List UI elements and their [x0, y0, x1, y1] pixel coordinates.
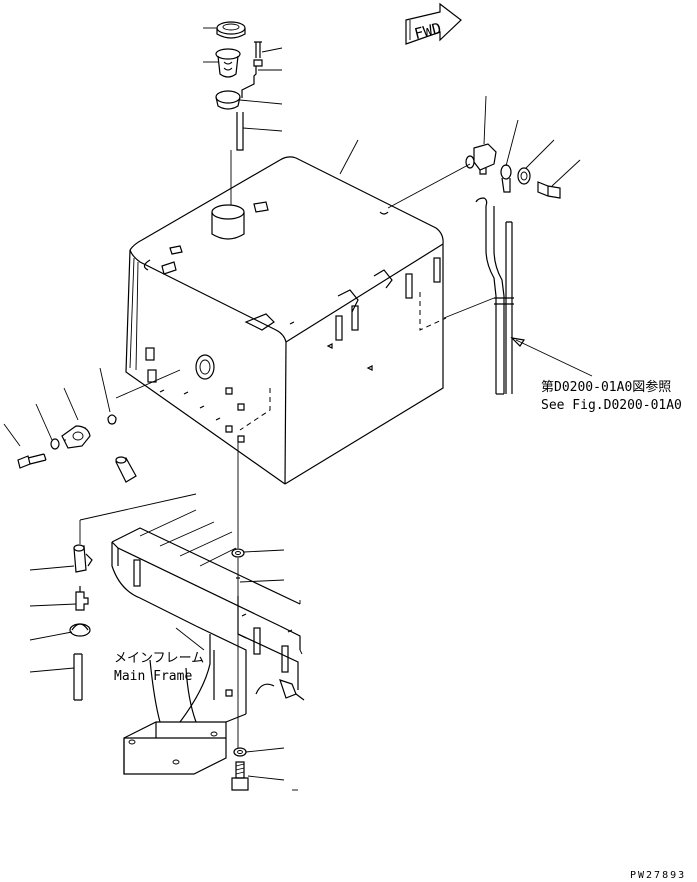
reference-note-en: See Fig.D0200-01A0: [541, 398, 682, 413]
center-bolt-stack: [231, 440, 298, 791]
main-frame-label-en: Main Frame: [114, 669, 192, 684]
main-frame-label-jp: メインフレーム: [114, 651, 204, 666]
fuel-tank: [125, 139, 447, 485]
main-frame: [111, 509, 305, 775]
lower-left-parts: [29, 493, 197, 701]
filler-cap-assembly: [203, 21, 283, 205]
fwd-badge-text: FWD: [412, 19, 443, 43]
drawing-code: PW27893: [630, 870, 686, 881]
drain-elbow-and-pipe: [387, 95, 593, 395]
fwd-direction-arrow: FWD: [405, 2, 462, 45]
reference-note-jp: 第D0200-01A0図参照: [541, 379, 671, 395]
left-side-fittings: [3, 367, 181, 483]
